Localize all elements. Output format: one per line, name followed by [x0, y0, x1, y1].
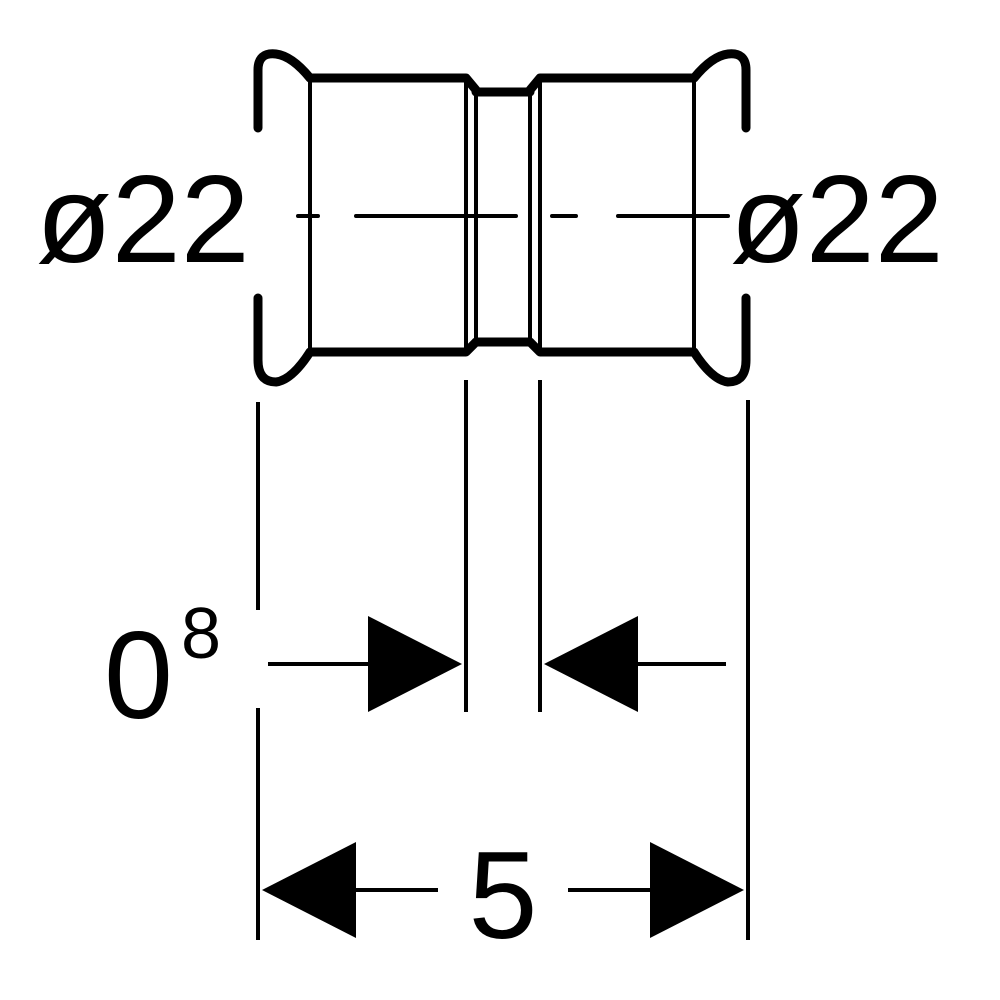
coupling-fitting: [253, 49, 751, 387]
right-body-outline: [525, 73, 699, 357]
extension-lines: [256, 380, 750, 940]
left-body-outline: [305, 73, 481, 357]
right-diameter-label: ø22: [730, 151, 944, 289]
overall-length-label: 5: [469, 827, 538, 965]
overall-length-dimension: [262, 842, 744, 938]
middle-neck-outline: [471, 87, 535, 347]
insertion-depth-superscript: 8: [181, 594, 221, 674]
overall-length-arrow-left: [262, 842, 356, 938]
insertion-depth-arrow-right: [544, 616, 638, 712]
insertion-depth-dimension: [268, 616, 726, 712]
insertion-depth-arrow-left: [368, 616, 462, 712]
overall-length-arrow-right: [650, 842, 744, 938]
left-press-bead: [253, 49, 315, 387]
left-diameter-label: ø22: [36, 151, 250, 289]
right-press-bead: [689, 49, 751, 387]
insertion-depth-base: 0: [104, 607, 173, 745]
